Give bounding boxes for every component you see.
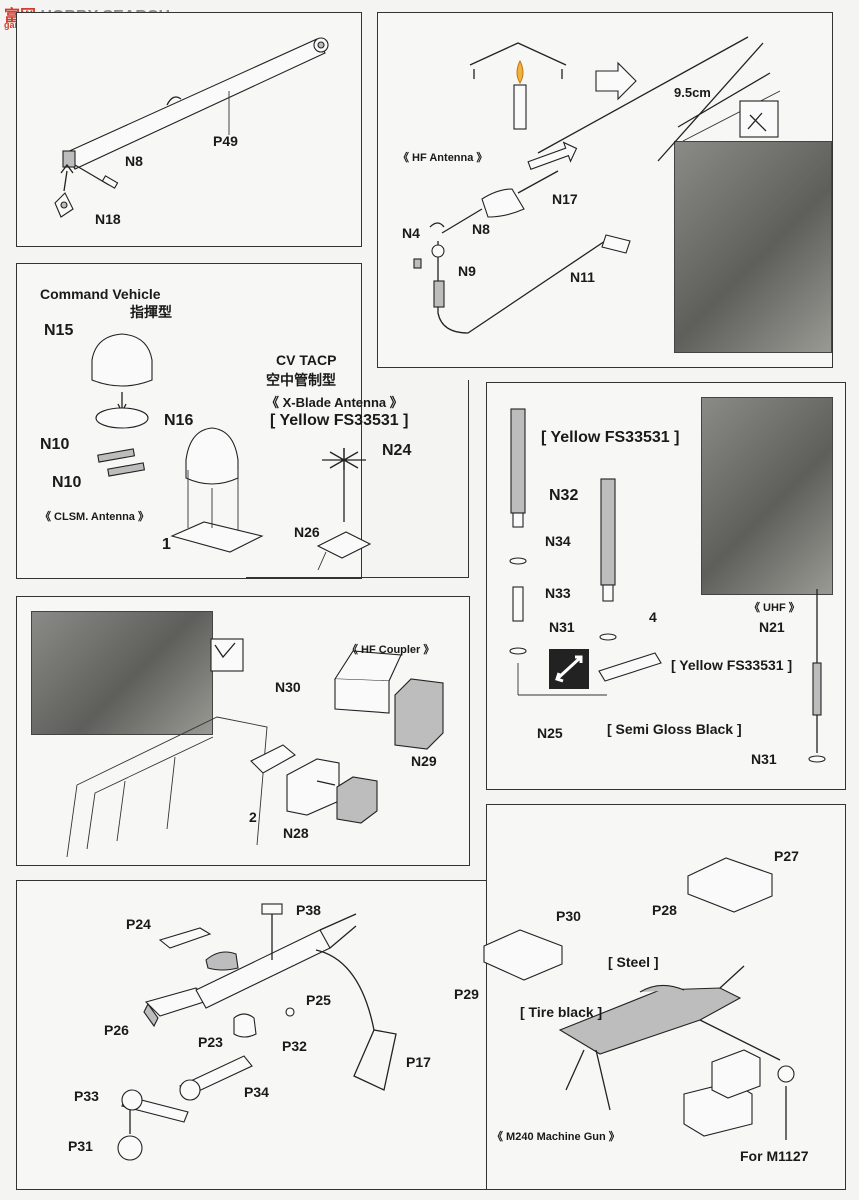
part-n21: N21 bbox=[759, 619, 785, 635]
uhf-drawing bbox=[509, 408, 826, 763]
clsm-antenna-title: 《 CLSM. Antenna 》 bbox=[40, 511, 149, 523]
part-p26: P26 bbox=[104, 1022, 129, 1038]
step-2: 2 bbox=[249, 809, 257, 825]
coupler-photo bbox=[31, 611, 213, 735]
step-4: 4 bbox=[649, 609, 657, 625]
part-p31: P31 bbox=[68, 1138, 93, 1154]
part-p29: P29 bbox=[454, 986, 479, 1002]
panel-command-vehicle bbox=[16, 263, 362, 579]
panel-uhf: [ Yellow FS33531 ] N32 N34 N33 N31 4 N25… bbox=[486, 382, 846, 790]
part-p25: P25 bbox=[306, 992, 331, 1008]
part-p17: P17 bbox=[406, 1054, 431, 1070]
part-n25: N25 bbox=[537, 725, 563, 741]
part-n18: N18 bbox=[95, 211, 121, 227]
cv-tacp-title: CV TACP bbox=[276, 352, 337, 368]
part-n31-uhf: N31 bbox=[751, 751, 777, 767]
part-p27: P27 bbox=[774, 848, 799, 864]
tire-black-label: [ Tire black ] bbox=[520, 1004, 603, 1020]
rail-drawing bbox=[54, 37, 329, 218]
for-m1127-label: For M1127 bbox=[740, 1148, 809, 1164]
part-n32: N32 bbox=[549, 487, 579, 504]
part-n10-a: N10 bbox=[40, 436, 70, 453]
part-n34: N34 bbox=[545, 533, 571, 549]
command-vehicle-title-cn: 指揮型 bbox=[130, 304, 172, 320]
hf-antenna-title: 《 HF Antenna 》 bbox=[398, 152, 488, 164]
part-p28: P28 bbox=[652, 902, 677, 918]
part-p49: P49 bbox=[213, 133, 238, 149]
part-n16: N16 bbox=[164, 412, 194, 429]
semi-gloss-label: [ Semi Gloss Black ] bbox=[607, 721, 742, 737]
part-p32: P32 bbox=[282, 1038, 307, 1054]
hf-coupler-drawing bbox=[66, 638, 444, 858]
part-p38: P38 bbox=[296, 902, 321, 918]
xblade-title: 《 X-Blade Antenna 》 bbox=[266, 395, 403, 410]
part-n30: N30 bbox=[275, 679, 301, 695]
panel-hf-coupler: 《 HF Coupler 》 N30 N29 2 N28 bbox=[16, 596, 470, 866]
part-n8-hf: N8 bbox=[472, 221, 490, 237]
part-n24: N24 bbox=[382, 442, 412, 459]
uhf-top-color: [ Yellow FS33531 ] bbox=[541, 429, 680, 446]
part-p33: P33 bbox=[74, 1088, 99, 1104]
m240-title: 《 M240 Machine Gun 》 bbox=[492, 1131, 620, 1143]
uhf-title: 《 UHF 》 bbox=[749, 602, 800, 614]
part-n29: N29 bbox=[411, 753, 437, 769]
hf-coupler-title: 《 HF Coupler 》 bbox=[347, 644, 435, 656]
vehicle-photo bbox=[674, 141, 832, 353]
part-n28: N28 bbox=[283, 825, 309, 841]
part-n31: N31 bbox=[549, 619, 575, 635]
part-n9: N9 bbox=[458, 263, 476, 279]
uhf-photo bbox=[701, 397, 833, 595]
part-n4: N4 bbox=[402, 225, 420, 241]
cv-tacp-title-cn: 空中管制型 bbox=[266, 372, 336, 388]
panel-hf-antenna: 9.5cm 《 HF Antenna 》 N17 N8 N4 N9 N11 bbox=[377, 12, 833, 368]
part-n26: N26 bbox=[294, 524, 320, 540]
part-p30: P30 bbox=[556, 908, 581, 924]
xblade-color: [ Yellow FS33531 ] bbox=[270, 412, 409, 429]
panel-cv-tacp bbox=[246, 380, 469, 578]
part-n8: N8 bbox=[125, 153, 143, 169]
part-n10-b: N10 bbox=[52, 474, 82, 491]
part-p34: P34 bbox=[244, 1084, 269, 1100]
step-1: 1 bbox=[162, 536, 171, 553]
length-label: 9.5cm bbox=[674, 85, 711, 100]
part-p24: P24 bbox=[126, 916, 151, 932]
part-n33: N33 bbox=[545, 585, 571, 601]
steel-label: [ Steel ] bbox=[608, 954, 659, 970]
part-n11: N11 bbox=[570, 269, 595, 285]
part-n17: N17 bbox=[552, 191, 578, 207]
part-p23: P23 bbox=[198, 1034, 223, 1050]
panel-rail: P49 N8 N18 bbox=[16, 12, 362, 247]
part-n15: N15 bbox=[44, 322, 74, 339]
hf-antenna-drawing bbox=[413, 36, 781, 334]
command-vehicle-title: Command Vehicle bbox=[40, 286, 161, 302]
uhf-color: [ Yellow FS33531 ] bbox=[671, 657, 793, 673]
